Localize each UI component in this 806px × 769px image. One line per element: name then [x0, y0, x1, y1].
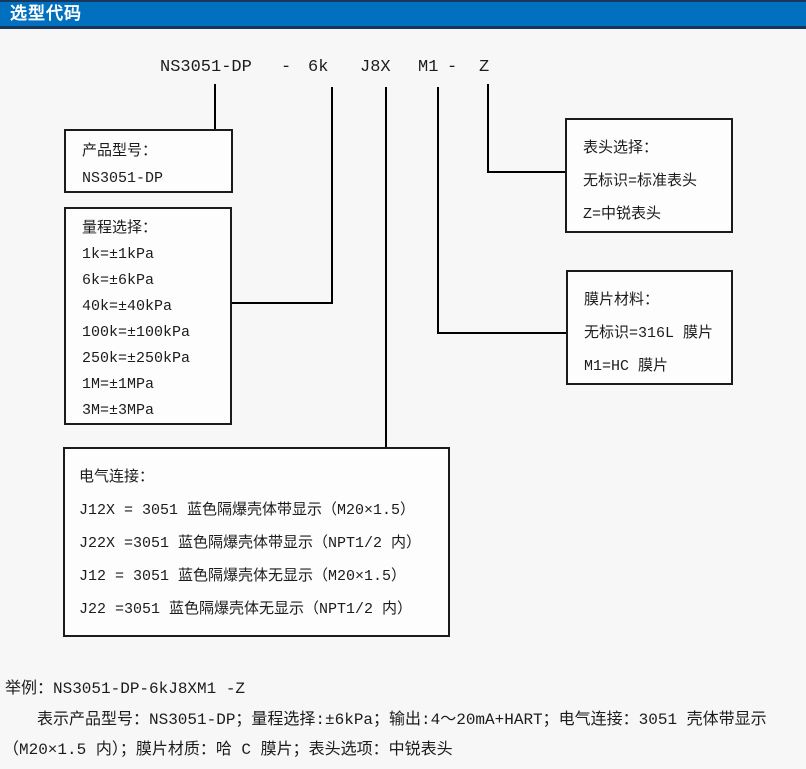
range-box-title: 量程选择： [82, 220, 158, 237]
code-part-display: Z [479, 58, 490, 77]
range-option: 3M=±3MPa [82, 402, 155, 419]
electrical-option: J12 = 3051 蓝色隔爆壳体无显示（M20×1.5） [79, 568, 407, 585]
connector-diaphragm-vline [437, 87, 439, 334]
range-selection-box: 量程选择： 1k=±1kPa 6k=±6kPa 40k=±40kPa 100k=… [64, 207, 232, 425]
range-option: 40k=±40kPa [82, 298, 173, 315]
range-option: 250k=±250kPa [82, 350, 191, 367]
range-option: 1k=±1kPa [82, 246, 155, 263]
electrical-connection-box: 电气连接： J12X = 3051 蓝色隔爆壳体带显示（M20×1.5） J22… [63, 447, 450, 637]
product-model-box: 产品型号： NS3051-DP [64, 129, 233, 193]
display-box-title: 表头选择： [583, 140, 659, 157]
code-part-range: 6k [308, 58, 329, 77]
range-option: 1M=±1MPa [82, 376, 155, 393]
example-title-line: 举例：NS3051-DP-6kJ8XM1 -Z [5, 680, 246, 698]
diaphragm-option: 无标识=316L 膜片 [584, 325, 714, 342]
diaphragm-option: M1=HC 膜片 [584, 358, 669, 375]
example-continuation-line: （M20×1.5 内）；膜片材质：哈 C 膜片；表头选项：中锐表头 [3, 741, 453, 759]
section-title: 选型代码 [10, 4, 82, 23]
code-part-dash1: - [281, 58, 292, 77]
product-model-box-title: 产品型号： [82, 143, 158, 160]
connector-diaphragm-hline [437, 332, 567, 334]
connector-display-hline [487, 171, 566, 173]
range-option: 100k=±100kPa [82, 324, 191, 341]
code-part-electrical: J8X [360, 58, 391, 77]
electrical-option: J12X = 3051 蓝色隔爆壳体带显示（M20×1.5） [79, 502, 416, 519]
code-part-model: NS3051-DP [160, 58, 252, 77]
display-option: Z=中锐表头 [583, 206, 662, 223]
product-model-value: NS3051-DP [82, 170, 164, 187]
code-part-diaphragm: M1 [418, 58, 439, 77]
diaphragm-box-title: 膜片材料： [584, 292, 660, 309]
code-part-dash2: - [447, 58, 458, 77]
connector-range-vline [331, 87, 333, 304]
display-option: 无标识=标准表头 [583, 173, 698, 190]
connector-product-vline [214, 84, 216, 129]
connector-display-vline [487, 84, 489, 173]
connector-range-hline [232, 302, 333, 304]
electrical-box-title: 电气连接： [79, 469, 155, 486]
electrical-option: J22 =3051 蓝色隔爆壳体无显示（NPT1/2 内） [79, 601, 413, 618]
range-option: 6k=±6kPa [82, 272, 155, 289]
connector-electrical-vline [385, 87, 387, 447]
example-explanation-line: 表示产品型号：NS3051-DP；量程选择:±6kPa；输出:4～20mA+HA… [37, 711, 767, 729]
section-header-bar: 选型代码 [0, 0, 806, 29]
diaphragm-material-box: 膜片材料： 无标识=316L 膜片 M1=HC 膜片 [566, 270, 733, 385]
display-head-box: 表头选择： 无标识=标准表头 Z=中锐表头 [565, 118, 733, 233]
electrical-option: J22X =3051 蓝色隔爆壳体带显示（NPT1/2 内） [79, 535, 422, 552]
